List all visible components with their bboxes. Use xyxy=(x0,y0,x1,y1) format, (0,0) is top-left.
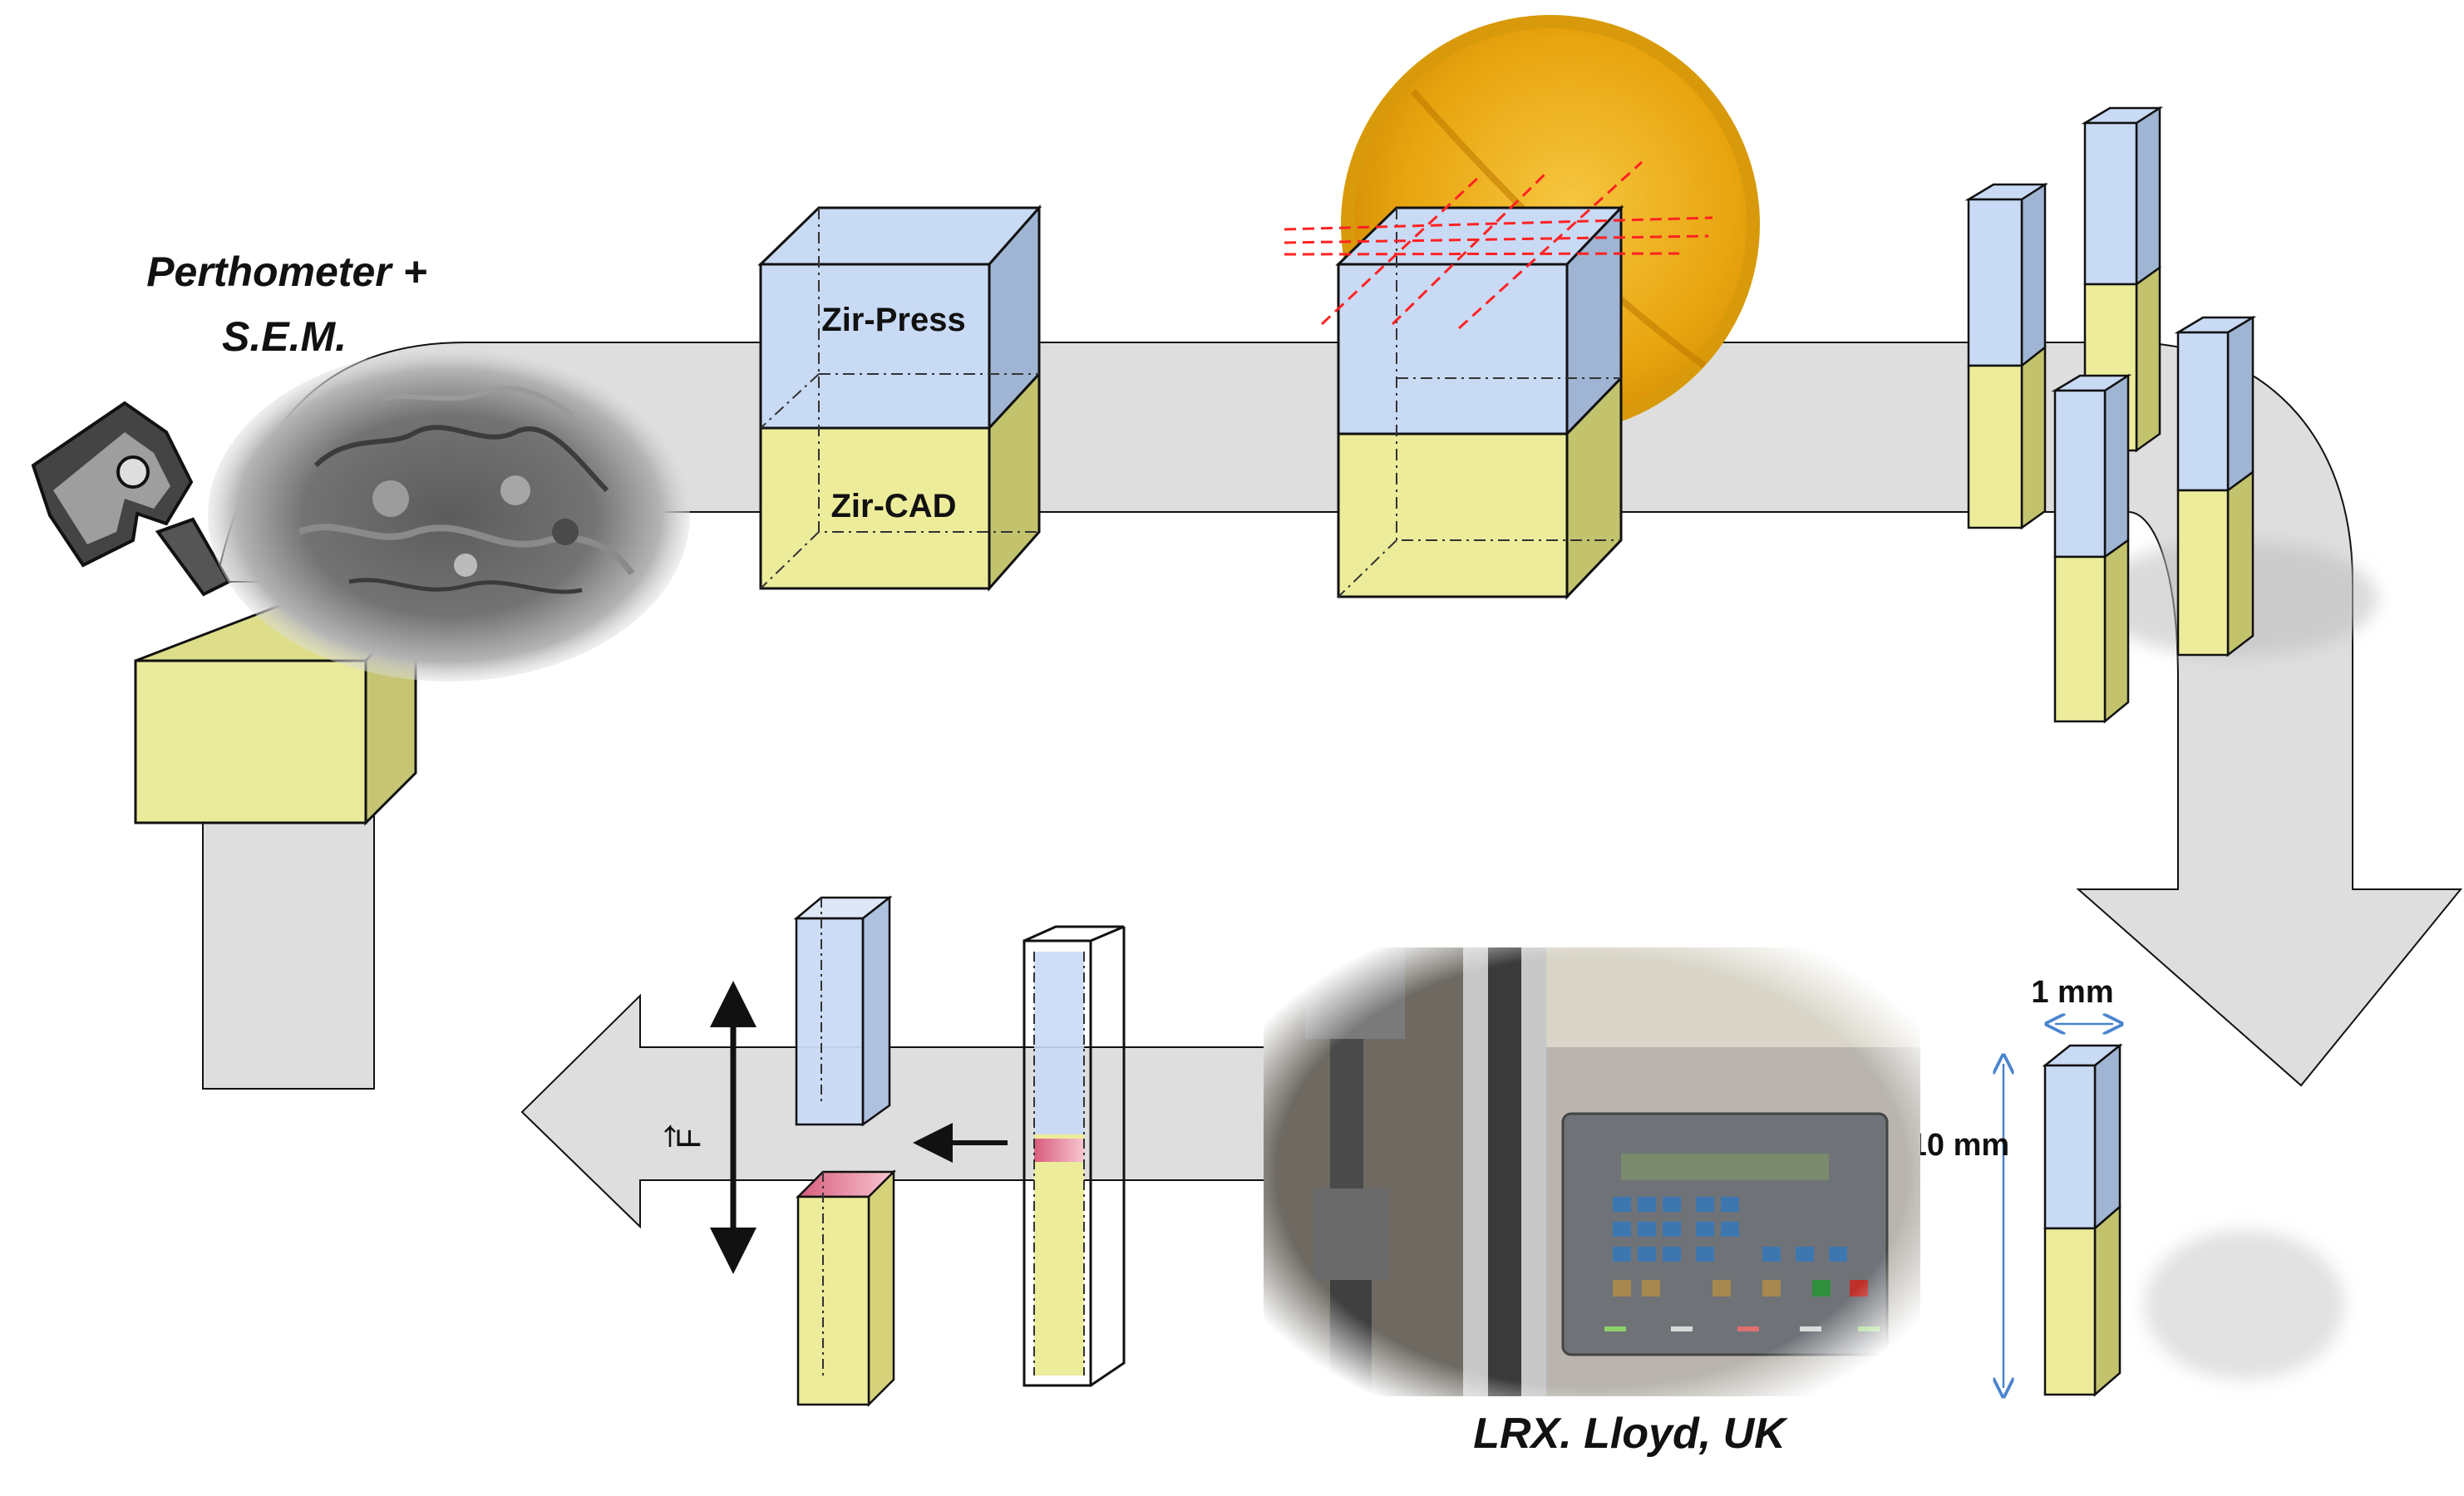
tensile-machine-photo xyxy=(1264,947,1920,1396)
bilayer-block xyxy=(757,204,1042,592)
zir-cad-label: Zir-CAD xyxy=(830,488,956,524)
dimension-arrows xyxy=(2003,1024,2113,1388)
fractured-upper-half xyxy=(793,895,893,1127)
force-label-group: F xyxy=(664,1124,707,1149)
test-specimen xyxy=(1023,925,1126,1387)
dimension-stick xyxy=(2042,1043,2123,1397)
zir-press-label: Zir-Press xyxy=(821,302,965,338)
sem-micrograph xyxy=(208,349,690,682)
cut-block xyxy=(1335,204,1624,600)
stick-3 xyxy=(2051,373,2132,724)
fractured-lower-half xyxy=(795,1169,897,1408)
stick-2 xyxy=(2081,106,2164,453)
stylus-probe-icon xyxy=(31,401,231,597)
cut-lines xyxy=(1284,160,1713,330)
perthometer-label-line1: Perthometer + xyxy=(146,249,427,295)
machine-caption: LRX. Lloyd, UK xyxy=(1473,1410,1788,1458)
dimension-width-label: 1 mm xyxy=(2031,975,2113,1010)
perthometer-label-line2: S.E.M. xyxy=(222,313,347,360)
dimension-height-label: 10 mm xyxy=(1910,1128,2009,1163)
force-label: F xyxy=(671,1129,707,1149)
stick-1 xyxy=(1964,182,2049,530)
stick-4 xyxy=(2174,315,2257,657)
flow-down-arrow xyxy=(2076,341,2463,1087)
